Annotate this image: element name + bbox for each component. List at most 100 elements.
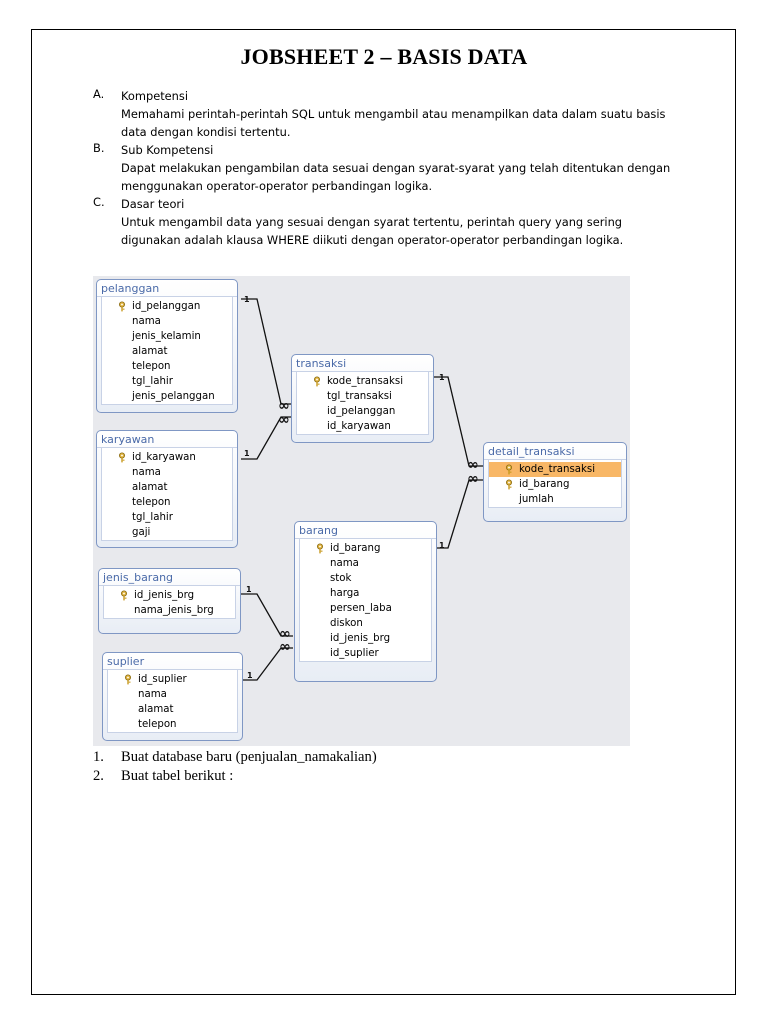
step-number: 2.	[93, 768, 104, 784]
column-item[interactable]: id_suplier	[300, 646, 431, 661]
key-icon	[313, 376, 323, 387]
column-name: id_barang	[330, 543, 381, 554]
table-name: jenis_barang	[99, 569, 240, 586]
column-item[interactable]: jumlah	[489, 492, 621, 507]
many-marker: ∞	[278, 398, 290, 414]
column-item[interactable]: nama	[108, 687, 237, 702]
column-item[interactable]: telepon	[108, 717, 237, 732]
column-item[interactable]: jenis_pelanggan	[102, 389, 232, 404]
column-name: alamat	[138, 704, 174, 715]
erd-diagram: 1 1 1 1 1 1 ∞ ∞ ∞ ∞ ∞ ∞ pelanggan id_pel…	[93, 276, 630, 746]
column-item[interactable]: id_pelanggan	[102, 299, 232, 314]
page-title: JOBSHEET 2 – BASIS DATA	[240, 44, 528, 69]
column-item[interactable]: diskon	[300, 616, 431, 631]
column-name: id_jenis_brg	[134, 590, 195, 601]
column-name: nama	[132, 316, 161, 327]
key-icon	[118, 301, 128, 312]
column-item[interactable]: id_jenis_brg	[104, 588, 235, 603]
column-item[interactable]: harga	[300, 586, 431, 601]
column-name: alamat	[132, 482, 168, 493]
section-body-line: digunakan adalah klausa WHERE diikuti de…	[121, 233, 624, 247]
column-item[interactable]: stok	[300, 571, 431, 586]
column-item[interactable]: nama	[102, 465, 232, 480]
column-item[interactable]: jenis_kelamin	[102, 329, 232, 344]
column-list: id_jenis_brg nama_jenis_brg	[103, 586, 236, 619]
one-marker: 1	[244, 449, 250, 458]
step-item: 2. Buat tabel berikut :	[93, 767, 377, 786]
many-marker: ∞	[279, 639, 291, 655]
column-list: id_suplier nama alamat telepon	[107, 670, 238, 733]
column-item[interactable]: id_karyawan	[102, 450, 232, 465]
column-item[interactable]: id_jenis_brg	[300, 631, 431, 646]
column-name: stok	[330, 573, 352, 584]
column-item[interactable]: tgl_lahir	[102, 510, 232, 525]
column-item[interactable]: persen_laba	[300, 601, 431, 616]
key-icon	[120, 590, 130, 601]
column-name: jumlah	[519, 494, 554, 505]
table-barang[interactable]: barang id_barang nama stok harga persen_…	[294, 521, 437, 682]
column-item[interactable]: alamat	[108, 702, 237, 717]
table-karyawan[interactable]: karyawan id_karyawan nama alamat telepon…	[96, 430, 238, 548]
column-name: id_pelanggan	[327, 406, 396, 417]
column-item[interactable]: id_karyawan	[297, 419, 428, 434]
table-name: suplier	[103, 653, 242, 670]
relation-transaksi-detail	[434, 376, 483, 467]
section-body-line: Dapat melakukan pengambilan data sesuai …	[121, 161, 671, 175]
column-name: kode_transaksi	[327, 376, 404, 387]
table-name: karyawan	[97, 431, 237, 448]
column-item[interactable]: tgl_transaksi	[297, 389, 428, 404]
column-name: id_suplier	[330, 648, 379, 659]
column-name: gaji	[132, 527, 151, 538]
column-list: kode_transaksi id_barang jumlah	[488, 460, 622, 508]
column-item[interactable]: alamat	[102, 480, 232, 495]
relationship-lines: 1 1 1 1 1 1 ∞ ∞ ∞ ∞ ∞ ∞	[241, 295, 483, 681]
column-name: nama	[138, 689, 167, 700]
key-icon	[505, 464, 515, 475]
column-name: id_barang	[519, 479, 570, 490]
table-detail-transaksi[interactable]: detail_transaksi kode_transaksi id_baran…	[483, 442, 627, 522]
key-icon	[118, 452, 128, 463]
one-marker: 1	[246, 585, 252, 594]
step-text: Buat tabel berikut :	[121, 768, 234, 784]
relation-jenisbarang-barang	[241, 593, 293, 637]
table-suplier[interactable]: suplier id_suplier nama alamat telepon	[102, 652, 243, 741]
column-name: persen_laba	[330, 603, 392, 614]
section-body-line: Memahami perintah-perintah SQL untuk men…	[121, 107, 666, 121]
column-item[interactable]: id_barang	[300, 541, 431, 556]
section-letter: B.	[93, 141, 105, 155]
column-item[interactable]: id_barang	[489, 477, 621, 492]
column-name: telepon	[132, 361, 171, 372]
column-name: id_jenis_brg	[330, 633, 391, 644]
table-transaksi[interactable]: transaksi kode_transaksi tgl_transaksi i…	[291, 354, 434, 443]
table-name: pelanggan	[97, 280, 237, 297]
column-item[interactable]: nama	[102, 314, 232, 329]
table-pelanggan[interactable]: pelanggan id_pelanggan nama jenis_kelami…	[96, 279, 238, 413]
steps-list: 1. Buat database baru (penjualan_namakal…	[93, 748, 377, 786]
column-item[interactable]: telepon	[102, 495, 232, 510]
section-body-line: Untuk mengambil data yang sesuai dengan …	[121, 215, 623, 229]
column-item[interactable]: kode_transaksi	[297, 374, 428, 389]
column-item[interactable]: nama	[300, 556, 431, 571]
section-body-line: data dengan kondisi tertentu.	[121, 125, 291, 139]
column-name: jenis_kelamin	[132, 331, 201, 342]
column-item[interactable]: alamat	[102, 344, 232, 359]
column-name: id_pelanggan	[132, 301, 201, 312]
sections: A. Kompetensi Memahami perintah-perintah…	[93, 87, 693, 249]
column-list: id_karyawan nama alamat telepon tgl_lahi…	[101, 448, 233, 541]
column-item[interactable]: tgl_lahir	[102, 374, 232, 389]
table-jenis-barang[interactable]: jenis_barang id_jenis_brg nama_jenis_brg	[98, 568, 241, 634]
column-item-selected[interactable]: kode_transaksi	[489, 462, 621, 477]
one-marker: 1	[439, 541, 445, 550]
table-name: detail_transaksi	[484, 443, 626, 460]
column-item[interactable]: telepon	[102, 359, 232, 374]
step-item: 1. Buat database baru (penjualan_namakal…	[93, 748, 377, 767]
section-heading: Sub Kompetensi	[121, 143, 214, 157]
column-name: telepon	[132, 497, 171, 508]
section-letter: A.	[93, 87, 105, 101]
column-item[interactable]: id_pelanggan	[297, 404, 428, 419]
column-item[interactable]: gaji	[102, 525, 232, 540]
column-name: diskon	[330, 618, 363, 629]
section-heading: Kompetensi	[121, 89, 188, 103]
column-item[interactable]: id_suplier	[108, 672, 237, 687]
column-item[interactable]: nama_jenis_brg	[104, 603, 235, 618]
